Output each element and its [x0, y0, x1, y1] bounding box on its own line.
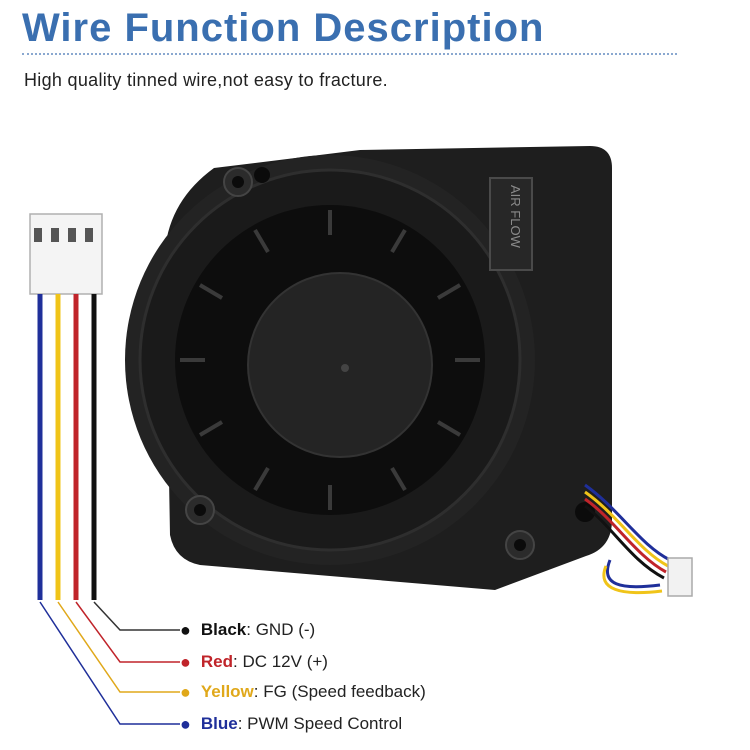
wire-color-name: Red	[200, 652, 233, 671]
blower-fan-image	[125, 146, 612, 590]
black-dot-icon: ●	[180, 619, 191, 640]
wire-connector	[29, 213, 103, 295]
wire-bundle	[37, 294, 97, 600]
title-divider	[22, 53, 677, 55]
legend-row-yellow: ● Yellow : FG (Speed feedback)	[180, 679, 426, 705]
leader-lines	[39, 601, 180, 725]
wire-function: : PWM Speed Control	[237, 714, 403, 733]
airflow-label: AIR FLOW	[508, 185, 523, 249]
wire-function: : FG (Speed feedback)	[253, 682, 426, 701]
legend-row-red: ● Red : DC 12V (+)	[180, 649, 328, 675]
legend-row-blue: ● Blue : PWM Speed Control	[180, 711, 402, 737]
wire-function: : GND (-)	[246, 620, 316, 639]
legend-row-black: ● Black : GND (-)	[180, 617, 315, 643]
red-dot-icon: ●	[180, 651, 191, 672]
wire-function: : DC 12V (+)	[233, 652, 328, 671]
wire-color-name: Yellow	[200, 682, 254, 701]
subtitle: High quality tinned wire,not easy to fra…	[24, 70, 388, 90]
fan-cable	[584, 483, 693, 597]
page-title: Wire Function Description	[22, 6, 545, 50]
wire-color-name: Blue	[200, 714, 238, 733]
wire-color-name: Black	[200, 620, 247, 639]
blue-dot-icon: ●	[180, 713, 191, 734]
yellow-dot-icon: ●	[180, 681, 191, 702]
